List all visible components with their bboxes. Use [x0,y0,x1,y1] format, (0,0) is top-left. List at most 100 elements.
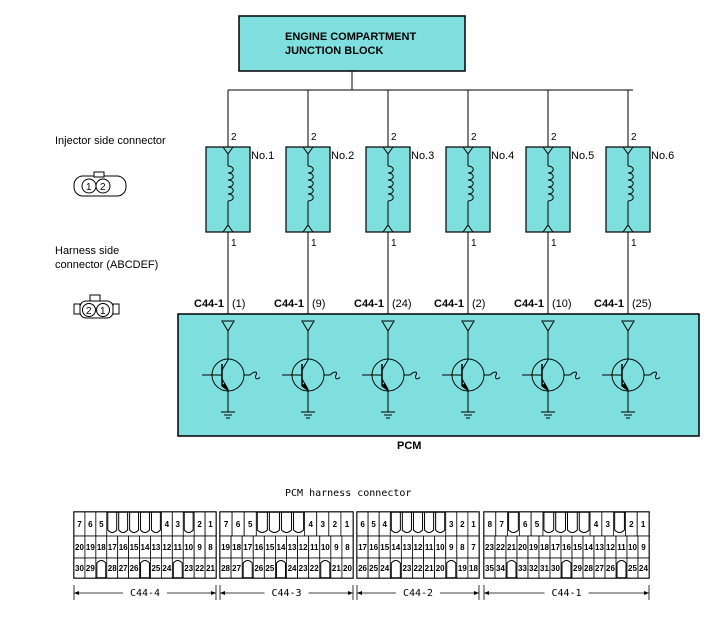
transistor-collector [221,359,229,371]
connector-cell [494,557,507,579]
connector-pin-label: 29 [573,564,582,573]
connector-key-slot [555,512,566,533]
connector-pin-label: 2 [460,520,465,529]
connector-pin-label: 3 [176,520,181,529]
connector-pin-label: 29 [86,564,95,573]
injector-name: No.1 [251,150,274,162]
injector-coil-icon [387,165,394,202]
pcm-pin-number: (2) [472,298,485,310]
connector-cell [549,557,562,579]
connector-key-slot [390,560,401,578]
connector-pin-label: 3 [321,520,326,529]
injector-bottom-pin: 1 [311,238,317,249]
connector-pin-label: 13 [402,543,411,552]
connector-pin-label: 26 [606,564,615,573]
connector-pin-label: 3 [606,520,611,529]
emitter-arrow-icon [461,383,469,392]
control-lead-icon [644,371,661,380]
connector-pin-label: 13 [151,543,160,552]
connector-pin-label: 1 [641,520,646,529]
connector-key-slot [183,512,194,533]
connector-pin-label: 5 [535,520,540,529]
connector-pin-label: 6 [360,520,365,529]
connector-pin-label: 6 [236,520,241,529]
injector-coil-icon [467,165,474,202]
injector-name: No.6 [651,150,674,162]
pcm-connector-name: C44-3 [271,588,301,599]
connector-pin-label: 10 [184,543,193,552]
pcm-pin-number: (1) [232,298,245,310]
connector-cell [160,557,173,579]
connector-pin-label: 23 [485,543,494,552]
connector-pin-label: 11 [617,543,626,552]
pcm-connector-title: PCM harness connector [285,488,411,499]
injector-connector-pin-2: 2 [100,182,106,193]
connector-pin-label: 8 [345,543,350,552]
dimension-arrow-icon [474,591,479,595]
connector-pin-label: 12 [414,543,423,552]
pcm-pin-number: (10) [552,298,572,310]
input-triangle-icon [541,320,555,332]
connector-pin-label: 2 [333,520,338,529]
injector-name: No.2 [331,150,354,162]
connector-pin-label: 8 [460,543,465,552]
connector-pin-label: 14 [584,543,593,552]
connector-pin-label: 30 [551,564,560,573]
connector-key-slot [242,560,253,578]
connector-cell [434,557,447,579]
connector-cell [204,557,217,579]
connector-pin-label: 13 [595,543,604,552]
connector-key-slot [567,512,578,533]
dimension-arrow-icon [644,591,649,595]
connector-pin-label: 21 [507,543,516,552]
connector-cell [128,557,140,579]
connector-pin-label: 1 [208,520,213,529]
connector-pin-label: 14 [141,543,150,552]
pcm-connector-id: C44-1 [434,298,464,310]
connector-pin-label: 7 [471,543,476,552]
connector-pin-label: 35 [485,564,494,573]
connector-pin-label: 15 [265,543,274,552]
connector-key-slot [293,512,305,533]
transistor-collector [541,359,549,371]
connector-pin-label: 10 [436,543,445,552]
connector-pin-label: 16 [562,543,571,552]
pcm-connector-id: C44-1 [514,298,544,310]
connector-pin-label: 15 [130,543,139,552]
connector-pin-label: 15 [380,543,389,552]
input-triangle-icon [621,320,635,332]
pcm-pin-number: (25) [632,298,652,310]
connector-key-slot [268,512,280,533]
connector-cell [263,557,276,579]
connector-pin-label: 25 [151,564,160,573]
connector-pin-label: 19 [529,543,538,552]
transistor-collector [461,359,469,371]
connector-pin-label: 1 [345,520,350,529]
connector-pin-label: 32 [529,564,538,573]
injector-top-pin: 2 [391,132,397,143]
dimension-arrow-icon [74,591,79,595]
connector-key-slot [256,512,268,533]
connector-pin-label: 25 [369,564,378,573]
pcm-connector-name: C44-2 [403,588,433,599]
junction-block-title-line2: JUNCTION BLOCK [285,45,383,57]
connector-pin-label: 9 [641,543,646,552]
connector-pin-label: 9 [334,543,339,552]
connector-key-slot [320,560,331,578]
emitter-arrow-icon [301,383,309,392]
injector-bottom-pin: 1 [471,238,477,249]
connector-pin-label: 17 [108,543,117,552]
connector-pin-label: 34 [496,564,505,573]
emitter-arrow-icon [381,383,389,392]
connector-key-slot [150,512,161,533]
connector-pin-label: 15 [573,543,582,552]
connector-pin-label: 23 [184,564,193,573]
connector-pin-label: 16 [119,543,128,552]
pcm-connector-id: C44-1 [194,298,224,310]
connector-pin-label: 4 [165,520,170,529]
connector-pin-label: 12 [162,543,171,552]
